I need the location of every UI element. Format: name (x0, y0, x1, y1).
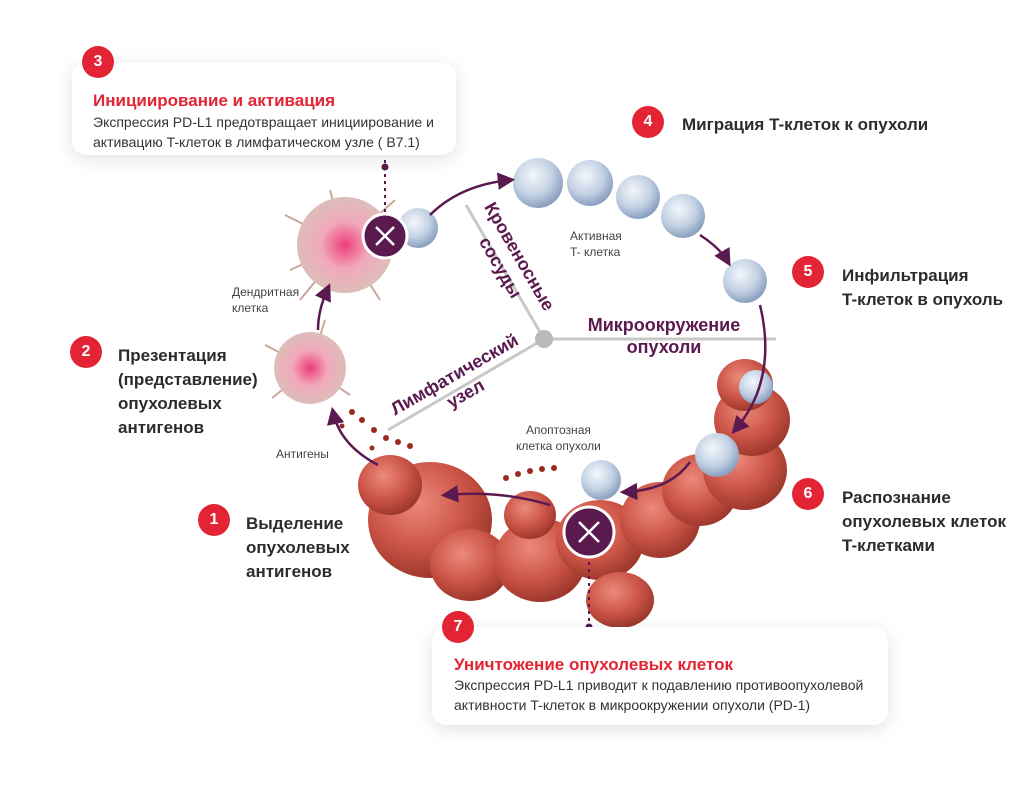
step-7-card (432, 627, 888, 725)
x-circle-icon (361, 212, 409, 260)
step-6-badge: 6 (792, 478, 824, 510)
step-7-line-2: активности T-клеток в микроокружении опу… (454, 697, 811, 713)
step-3-badge: 3 (82, 46, 114, 78)
step-4-badge: 4 (632, 106, 664, 138)
dendritic-cell-small (264, 319, 351, 404)
antigen-particles (339, 409, 557, 481)
step-7-badge: 7 (442, 611, 474, 643)
step-2-badge: 2 (70, 336, 102, 368)
zone-divider-lines (387, 204, 776, 432)
step-7-title: Уничтожение опухолевых клеток (454, 655, 733, 674)
x-circle-icon (562, 505, 616, 559)
dendritic-cell-label: Дендритная клетка (232, 285, 300, 315)
apoptotic-cell-label: Апоптозная клетка опухоли (516, 423, 601, 453)
step-5-label: Инфильтрация T-клеток в опухоль (842, 266, 1004, 309)
step-3-line-2: активацию T-клеток в лимфатическом узле … (93, 134, 420, 150)
tumor-mass (358, 359, 790, 628)
process-arrows (314, 172, 767, 507)
step-3-title: Инициирование и активация (93, 91, 336, 110)
zone-label-micro: Микроокружение опухоли (587, 315, 741, 357)
step-4-label: Миграция T-клеток к опухоли (682, 115, 929, 134)
step-3-card (72, 63, 456, 155)
step-7-line-1: Экспрессия PD-L1 приводит к подавлению п… (454, 677, 864, 693)
step-2-label: Презентация (представление) опухолевых а… (118, 346, 258, 437)
active-t-cell-label: Активная T- клетка (570, 229, 622, 259)
step-1-label: Выделение опухолевых антигенов (246, 514, 350, 581)
step-5-badge: 5 (792, 256, 824, 288)
step-6-label: Распознание опухолевых клеток T-клетками (842, 488, 1006, 555)
t-cells (398, 158, 773, 500)
antigens-label: Антигены (276, 447, 329, 461)
step-1-badge: 1 (198, 504, 230, 536)
step-3-line-1: Экспрессия PD-L1 предотвращает иницииров… (93, 114, 434, 130)
